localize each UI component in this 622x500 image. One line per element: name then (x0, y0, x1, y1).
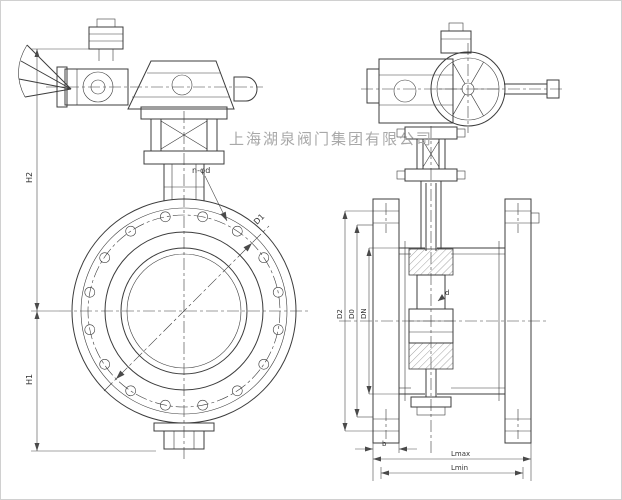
right-flange (498, 198, 540, 444)
bolt-stud (530, 212, 540, 224)
diameter-dimensions: D2 D0 DN (336, 210, 401, 432)
label-bolt-spec: n-φd (192, 166, 210, 175)
flange-raised-face-circle (80, 207, 288, 415)
gearbox-boss (366, 68, 380, 104)
label-d2: D2 (336, 309, 344, 319)
label-shaft-d: d (445, 289, 449, 297)
motor-end-circle (82, 71, 114, 103)
watermark-text: 上海湖泉阀门集团有限公司 (229, 130, 433, 148)
motor-body (64, 68, 129, 106)
actuator-side (366, 22, 560, 127)
bolt-circle (87, 214, 281, 408)
upper-bushing (408, 248, 454, 276)
disc-circle (126, 253, 242, 369)
bottom-shaft-cover (153, 422, 215, 450)
bore-circle (120, 247, 248, 375)
actuator-front (18, 18, 258, 110)
valve-neck-front (140, 106, 228, 201)
label-dn: DN (360, 308, 368, 319)
front-view: D1 n-φd (18, 18, 309, 459)
handwheel-spokes-front (18, 44, 72, 98)
shaft-dim-leader: d (437, 289, 449, 302)
body-circle (104, 231, 264, 391)
label-h2: H2 (25, 172, 34, 183)
junction-box-side (440, 30, 472, 54)
gear-housing-bump (233, 76, 258, 102)
shaft-end (546, 79, 560, 99)
label-lmin: Lmin (451, 464, 468, 472)
body-bore (399, 247, 505, 395)
label-d0: D0 (348, 309, 356, 319)
lower-bushing (408, 342, 454, 370)
label-lmax: Lmax (451, 450, 470, 458)
left-flange (372, 198, 406, 444)
junction-box (88, 26, 124, 50)
length-dimensions: Lmax Lmin b (355, 440, 532, 481)
valve-neck-side (396, 126, 466, 249)
label-h1: H1 (25, 374, 34, 385)
bolt-circle-diameter-dim: D1 (103, 212, 270, 392)
gear-boss (171, 74, 193, 96)
height-dimensions: H2 H1 (25, 48, 156, 452)
bolt-holes (84, 211, 284, 411)
bolt-spec-leader: n-φd (192, 166, 228, 222)
shaft-and-disc (408, 183, 454, 416)
handwheel-side (430, 51, 506, 127)
side-view: D2 D0 DN d Lmax (336, 22, 563, 481)
label-b: b (382, 440, 387, 448)
